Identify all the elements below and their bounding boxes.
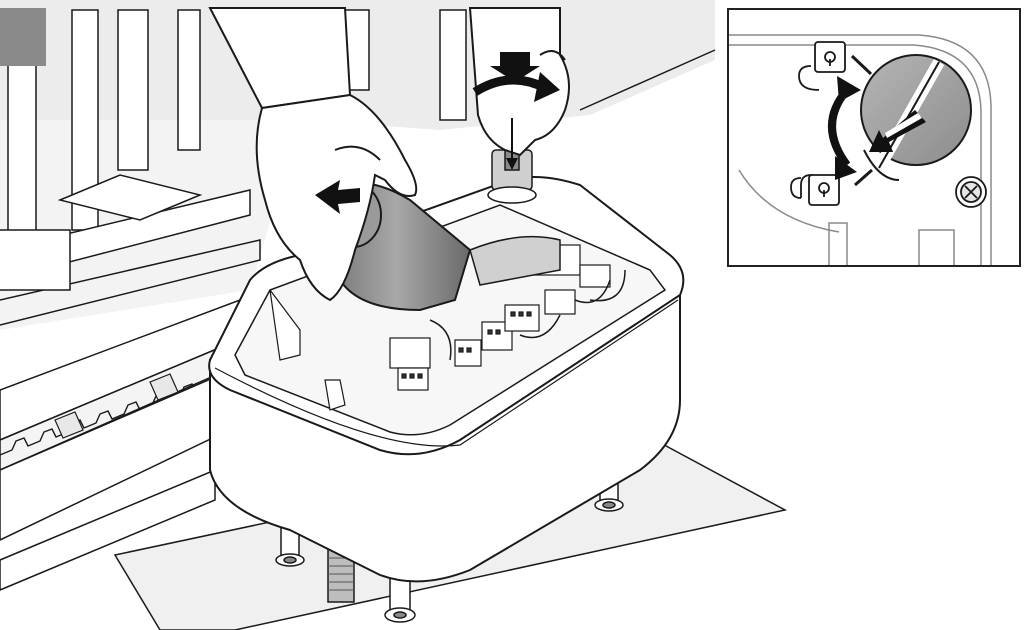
- rotate-release-arrow-icon: [472, 52, 560, 102]
- corner-block: [0, 8, 46, 66]
- unlocked-padlock-icon: [798, 41, 846, 91]
- lift-motor-arrow-icon: [315, 180, 360, 214]
- push-down-arrow-icon: [506, 118, 518, 170]
- release-knob-detail: [727, 8, 1021, 267]
- inset-housing-outline: [729, 34, 992, 265]
- locked-padlock-icon: [790, 174, 840, 206]
- rotation-direction-arrow-icon: [828, 76, 861, 180]
- gear-rack: [0, 299, 251, 591]
- insertion-arrow-icon: [869, 110, 926, 152]
- screw-head-icon: [955, 176, 987, 208]
